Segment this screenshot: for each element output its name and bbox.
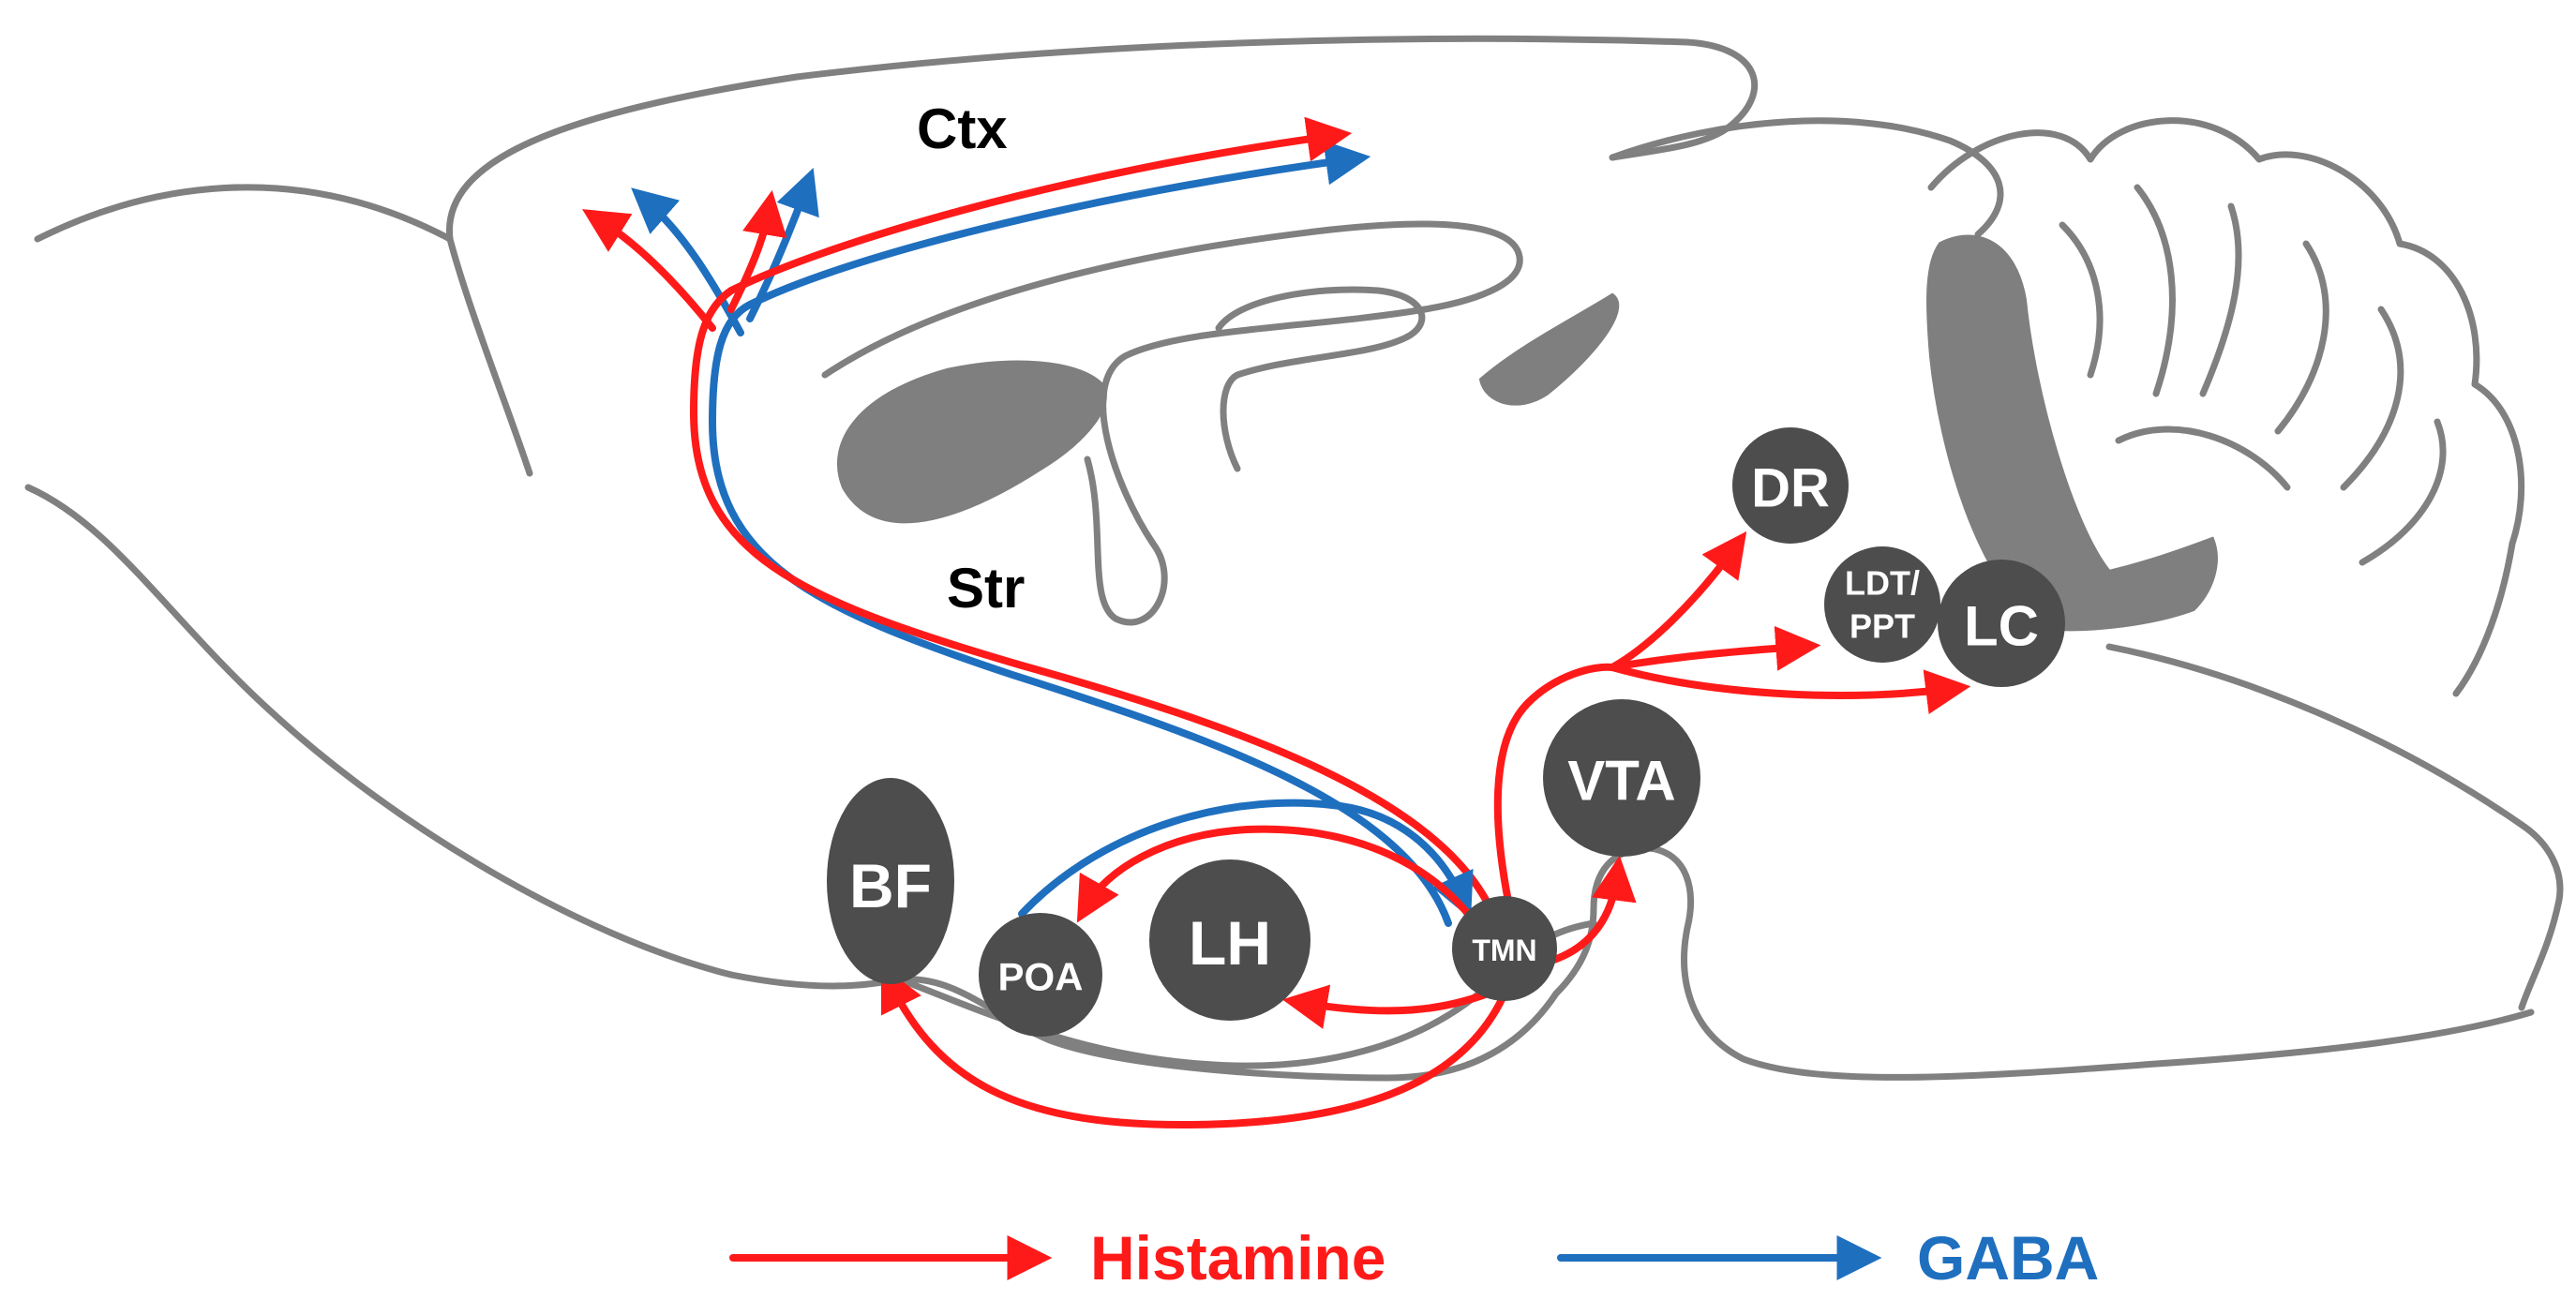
nucleus-lh-label: LH [1189,908,1271,978]
legend: Histamine GABA [729,1223,2099,1293]
histamine-to-dr-path [1609,530,1747,671]
nucleus-vta-label: VTA [1567,750,1676,813]
gaba-frontal-branch-1 [631,187,744,336]
nucleus-vta: VTA [1543,699,1700,857]
legend-gaba: GABA [1557,1223,2099,1293]
lateral-ventricle [837,360,1107,524]
brainstem-dorsal-outline [2105,643,2564,1011]
fornix-outline [1215,286,1426,472]
ventral-outline [24,484,2535,1082]
histamine-frontal-branch-1 [582,209,716,332]
gaba-frontal-branch-2 [746,167,819,322]
nucleus-ldt-ppt: LDT/ PPT [1824,546,1940,663]
region-label-ctx: Ctx [917,97,1008,160]
nucleus-lc: LC [1938,560,2065,687]
histamine-frontal-branch-2 [727,189,787,313]
gaba-poa-to-tmn-path [1018,799,1474,919]
histamine-tmn-to-lh-path [1281,984,1504,1029]
third-ventricle [1478,292,1620,406]
histamine-tmn-to-cortex-path [689,116,1504,936]
nucleus-lh: LH [1149,859,1310,1021]
cerebellum-outline [1927,117,2525,697]
cerebellar-folia [2059,184,2447,566]
histamine-to-ldt-ppt-path [1609,625,1821,671]
nucleus-dr: DR [1732,427,1849,544]
legend-histamine: Histamine [729,1223,1385,1293]
gaba-tmn-to-cortex-path [708,140,1452,927]
nucleus-poa-label: POA [997,955,1083,999]
nucleus-bf-label: BF [849,851,932,920]
histamine-tmn-to-brainstem-trunk [1493,663,1616,932]
nucleus-ldt-label-line2: PPT [1850,607,1915,646]
corpus-callosum-outline [821,220,1523,626]
midbrain-outline [1609,117,2004,238]
nucleus-bf: BF [827,778,954,984]
legend-gaba-label: GABA [1917,1223,2099,1293]
rhinal-notch-outline [446,235,533,477]
brain-outline [24,35,2564,1082]
cerebellar-peduncle [1926,234,2218,632]
histamine-tmn-to-vta-path [1548,855,1637,964]
histamine-tmn-to-bf-path [880,964,1508,1129]
cerebrum-dorsal-outline [446,35,1758,243]
nucleus-lc-label: LC [1964,595,2039,658]
histamine-to-lc-path [1609,664,1971,714]
nucleus-tmn: TMN [1452,896,1557,1001]
legend-histamine-label: Histamine [1090,1223,1385,1293]
nucleus-ldt-label-line1: LDT/ [1845,564,1920,603]
nucleus-tmn-label: TMN [1472,934,1536,967]
region-label-str: Str [947,557,1025,620]
nucleus-poa: POA [979,913,1102,1037]
histamine-tmn-to-poa-path [1076,825,1494,950]
olfactory-bulb-outline [34,184,454,243]
nucleus-dr-label: DR [1751,458,1830,519]
